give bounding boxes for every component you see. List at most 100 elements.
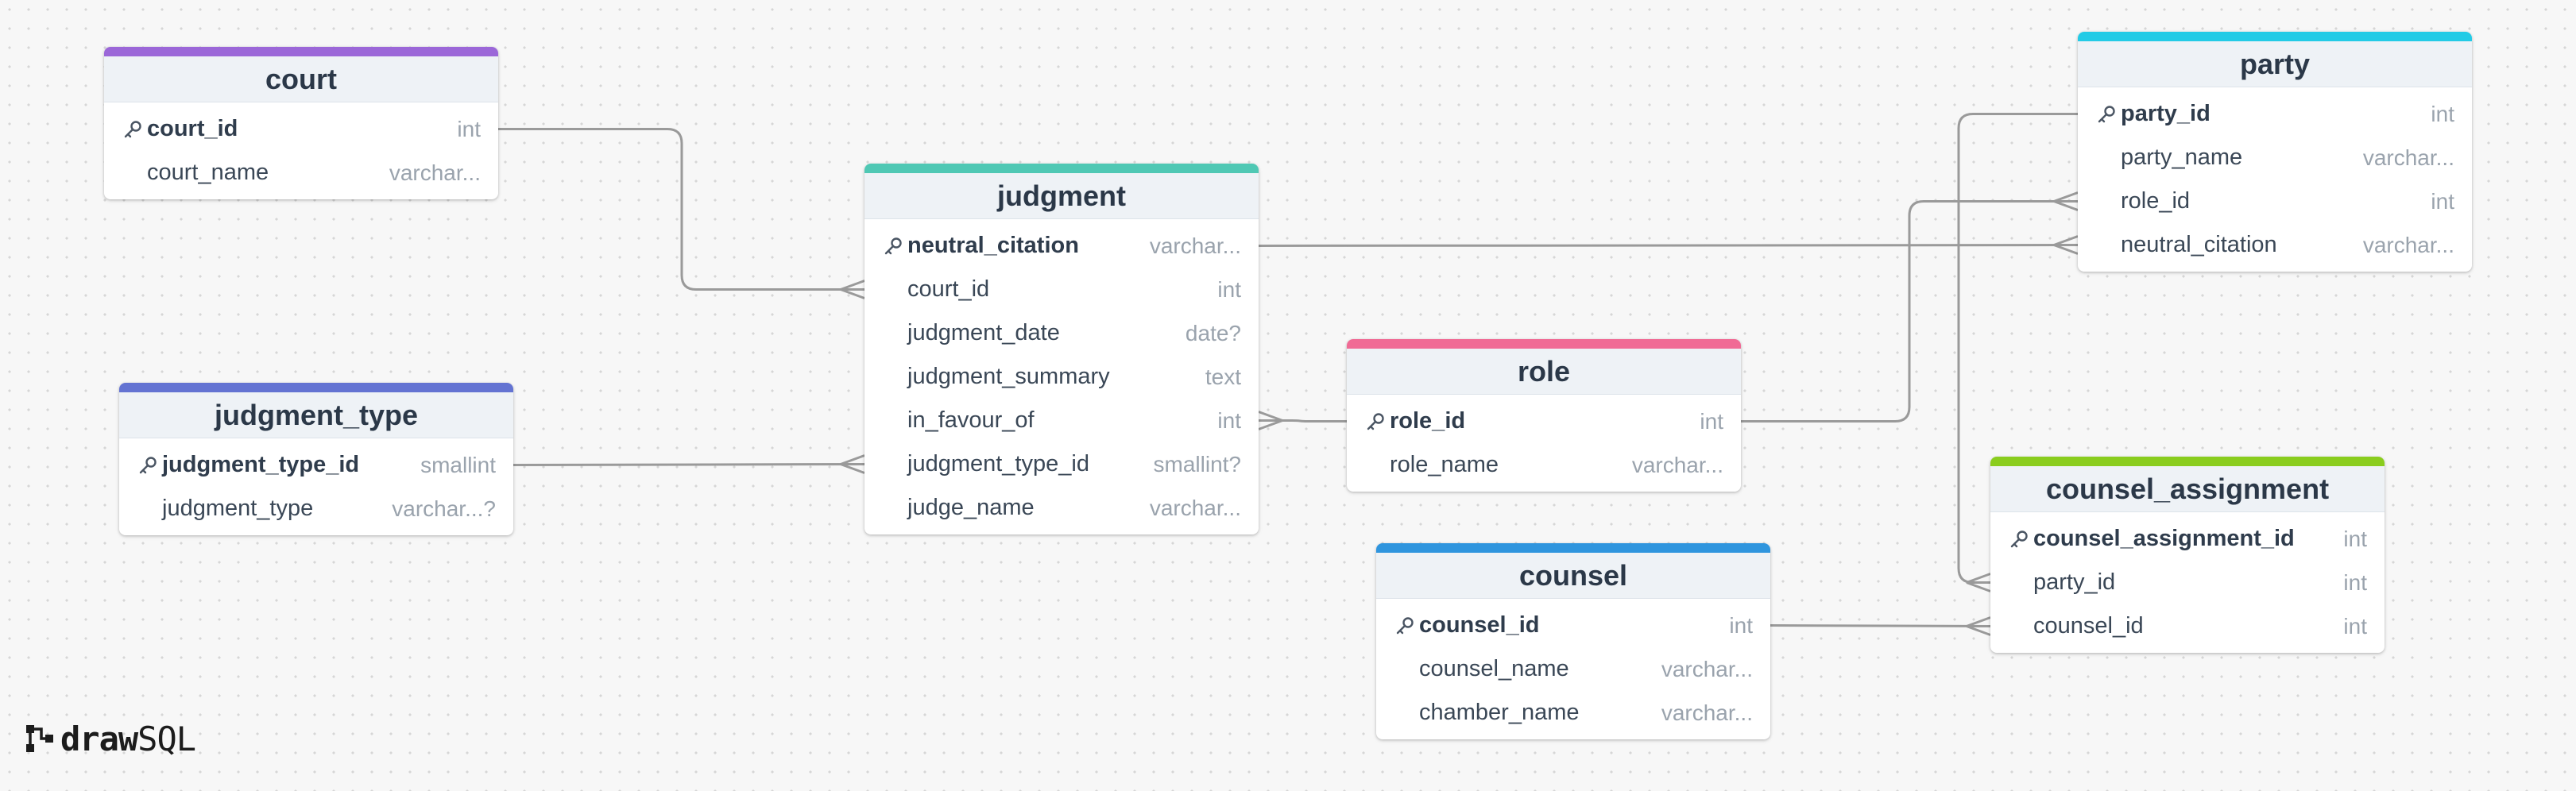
- column-row[interactable]: neutral_citation varchar...: [2078, 223, 2472, 267]
- crows-foot-marker: [840, 280, 865, 299]
- column-icon-spacer: [1394, 702, 1416, 724]
- column-type: varchar...: [1149, 233, 1241, 258]
- logo-text-draw: draw: [60, 719, 138, 758]
- key-icon: [1394, 615, 1416, 637]
- column-row[interactable]: role_id int: [2078, 179, 2472, 223]
- crows-foot-marker: [1258, 411, 1283, 430]
- crows-foot-marker: [1966, 616, 1991, 636]
- relation-counsel-to-counsel-assignment: [1770, 624, 1991, 627]
- column-row[interactable]: judgment_date date?: [864, 311, 1259, 355]
- column-type: smallint?: [1153, 451, 1241, 477]
- column-icon-spacer: [882, 279, 904, 301]
- column-type: varchar...: [389, 160, 481, 185]
- table-header[interactable]: counsel_assignment: [1990, 457, 2385, 512]
- table-header[interactable]: judgment_type: [119, 383, 513, 438]
- primary-key-column-name: neutral_citation: [907, 233, 1079, 258]
- column-row[interactable]: party_id int: [2078, 92, 2472, 136]
- table-header[interactable]: judgment: [864, 164, 1259, 219]
- table-judgment[interactable]: judgment neutral_citation varchar... court_…: [864, 164, 1259, 534]
- primary-key-column-name: counsel_assignment_id: [2033, 526, 2295, 551]
- column-type: int: [2431, 101, 2454, 126]
- column-name: party_id: [2033, 569, 2116, 595]
- column-icon-spacer: [882, 497, 904, 519]
- column-name: in_favour_of: [907, 407, 1035, 433]
- column-icon-spacer: [2095, 147, 2118, 169]
- column-type: int: [1217, 407, 1241, 433]
- key-icon: [2008, 528, 2030, 550]
- column-name: judgment_summary: [907, 364, 1110, 389]
- column-name: role_id: [2121, 188, 2191, 214]
- column-name: role_name: [1390, 452, 1499, 477]
- crows-foot-marker: [840, 454, 865, 474]
- column-type: varchar...: [2362, 232, 2454, 257]
- column-name: judgment_date: [907, 320, 1060, 345]
- column-type: int: [1217, 276, 1241, 302]
- relation-role-to-judgment: [1259, 419, 1347, 423]
- column-type: date?: [1185, 320, 1241, 345]
- table-header[interactable]: role: [1347, 339, 1741, 395]
- column-type: varchar...: [1631, 452, 1723, 477]
- crows-foot-marker: [2053, 235, 2079, 255]
- column-row[interactable]: neutral_citation varchar...: [864, 224, 1259, 268]
- drawsql-logo[interactable]: draw SQL: [24, 719, 196, 758]
- column-icon-spacer: [122, 162, 144, 184]
- column-name: neutral_citation: [2121, 232, 2277, 257]
- column-name: chamber_name: [1419, 700, 1580, 725]
- column-icon-spacer: [1394, 658, 1416, 681]
- column-name: judgment_type: [162, 496, 314, 521]
- column-icon-spacer: [2095, 234, 2118, 257]
- table-name: court: [265, 62, 337, 95]
- column-name: court_id: [907, 276, 990, 302]
- table-header[interactable]: court: [104, 47, 498, 102]
- table-header[interactable]: party: [2078, 32, 2472, 87]
- table-name: judgment_type: [214, 398, 419, 431]
- relation-role-to-party: [1741, 200, 2078, 423]
- table-header[interactable]: counsel: [1376, 543, 1770, 599]
- column-name: counsel_id: [2033, 613, 2144, 639]
- table-name: role: [1517, 354, 1571, 388]
- column-type: smallint: [420, 452, 496, 477]
- column-name: judgment_type_id: [907, 451, 1089, 477]
- column-icon-spacer: [1364, 454, 1387, 477]
- primary-key-column-name: party_id: [2121, 101, 2210, 126]
- table-name: judgment: [997, 179, 1126, 212]
- crows-foot-marker: [1966, 573, 1991, 592]
- column-row[interactable]: judgment_type_id smallint?: [864, 442, 1259, 486]
- column-row[interactable]: court_id int: [864, 268, 1259, 311]
- column-icon-spacer: [137, 498, 159, 520]
- column-row[interactable]: in_favour_of int: [864, 399, 1259, 442]
- drawsql-logo-icon: [26, 725, 53, 752]
- column-icon-spacer: [2095, 191, 2118, 213]
- column-name: judge_name: [907, 495, 1035, 520]
- column-row[interactable]: role_name varchar...: [1347, 443, 1741, 487]
- column-icon-spacer: [2008, 572, 2030, 594]
- column-type: int: [2431, 188, 2454, 214]
- relation-judgment-to-party: [1258, 244, 2079, 247]
